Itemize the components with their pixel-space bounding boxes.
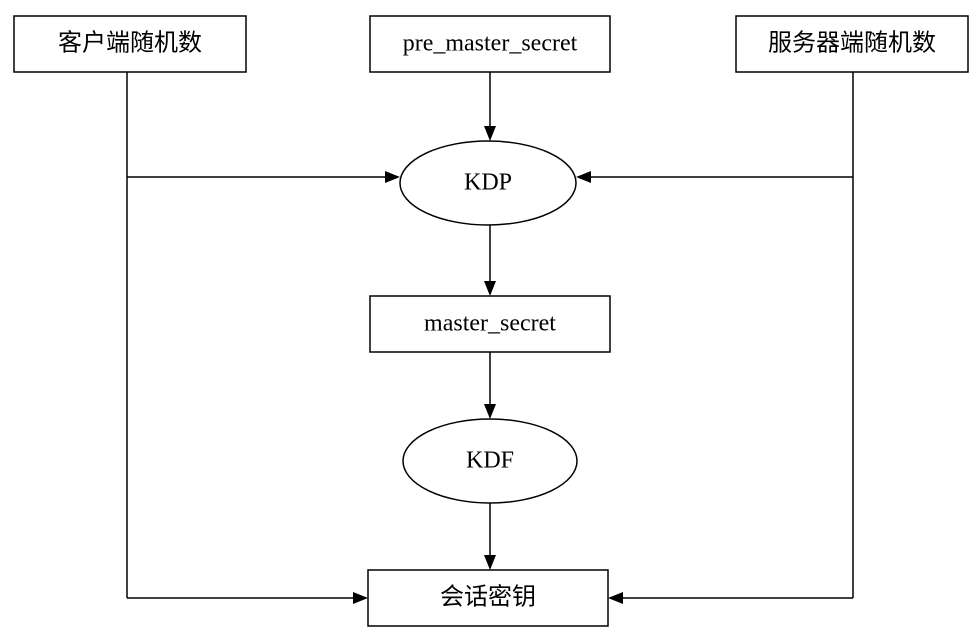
server-random-label: 服务器端随机数 xyxy=(768,30,936,57)
kdp-node: KDP xyxy=(399,140,577,226)
kdp-label: KDP xyxy=(464,170,512,196)
edge-kdp-to-master-secret xyxy=(484,225,496,296)
edge-master-secret-to-kdf xyxy=(484,352,496,419)
kdf-node: KDF xyxy=(402,418,578,504)
client-random-node: 客户端随机数 xyxy=(13,15,247,73)
master-secret-node: master_secret xyxy=(369,295,611,353)
edge-client-to-kdp xyxy=(127,171,400,183)
edge-kdf-to-session-key xyxy=(484,503,496,570)
arrowhead xyxy=(608,592,623,604)
pre-master-secret-label: pre_master_secret xyxy=(403,31,578,57)
edge-server-to-session-key xyxy=(608,592,853,604)
arrowhead xyxy=(353,592,368,604)
edge-pre-master-to-kdp xyxy=(484,72,496,141)
arrowhead xyxy=(484,281,496,296)
arrowhead xyxy=(576,171,591,183)
arrowhead xyxy=(385,171,400,183)
arrowhead xyxy=(484,404,496,419)
pre-master-secret-node: pre_master_secret xyxy=(369,15,611,73)
arrowhead xyxy=(484,126,496,141)
client-random-label: 客户端随机数 xyxy=(58,30,202,57)
edge-server-to-kdp xyxy=(576,171,853,183)
session-key-node: 会话密钥 xyxy=(367,569,609,627)
master-secret-label: master_secret xyxy=(424,311,556,337)
session-key-label: 会话密钥 xyxy=(440,584,536,611)
edge-client-to-session-key xyxy=(127,592,368,604)
arrowhead xyxy=(484,555,496,570)
kdf-label: KDF xyxy=(466,448,514,474)
server-random-node: 服务器端随机数 xyxy=(735,15,969,73)
